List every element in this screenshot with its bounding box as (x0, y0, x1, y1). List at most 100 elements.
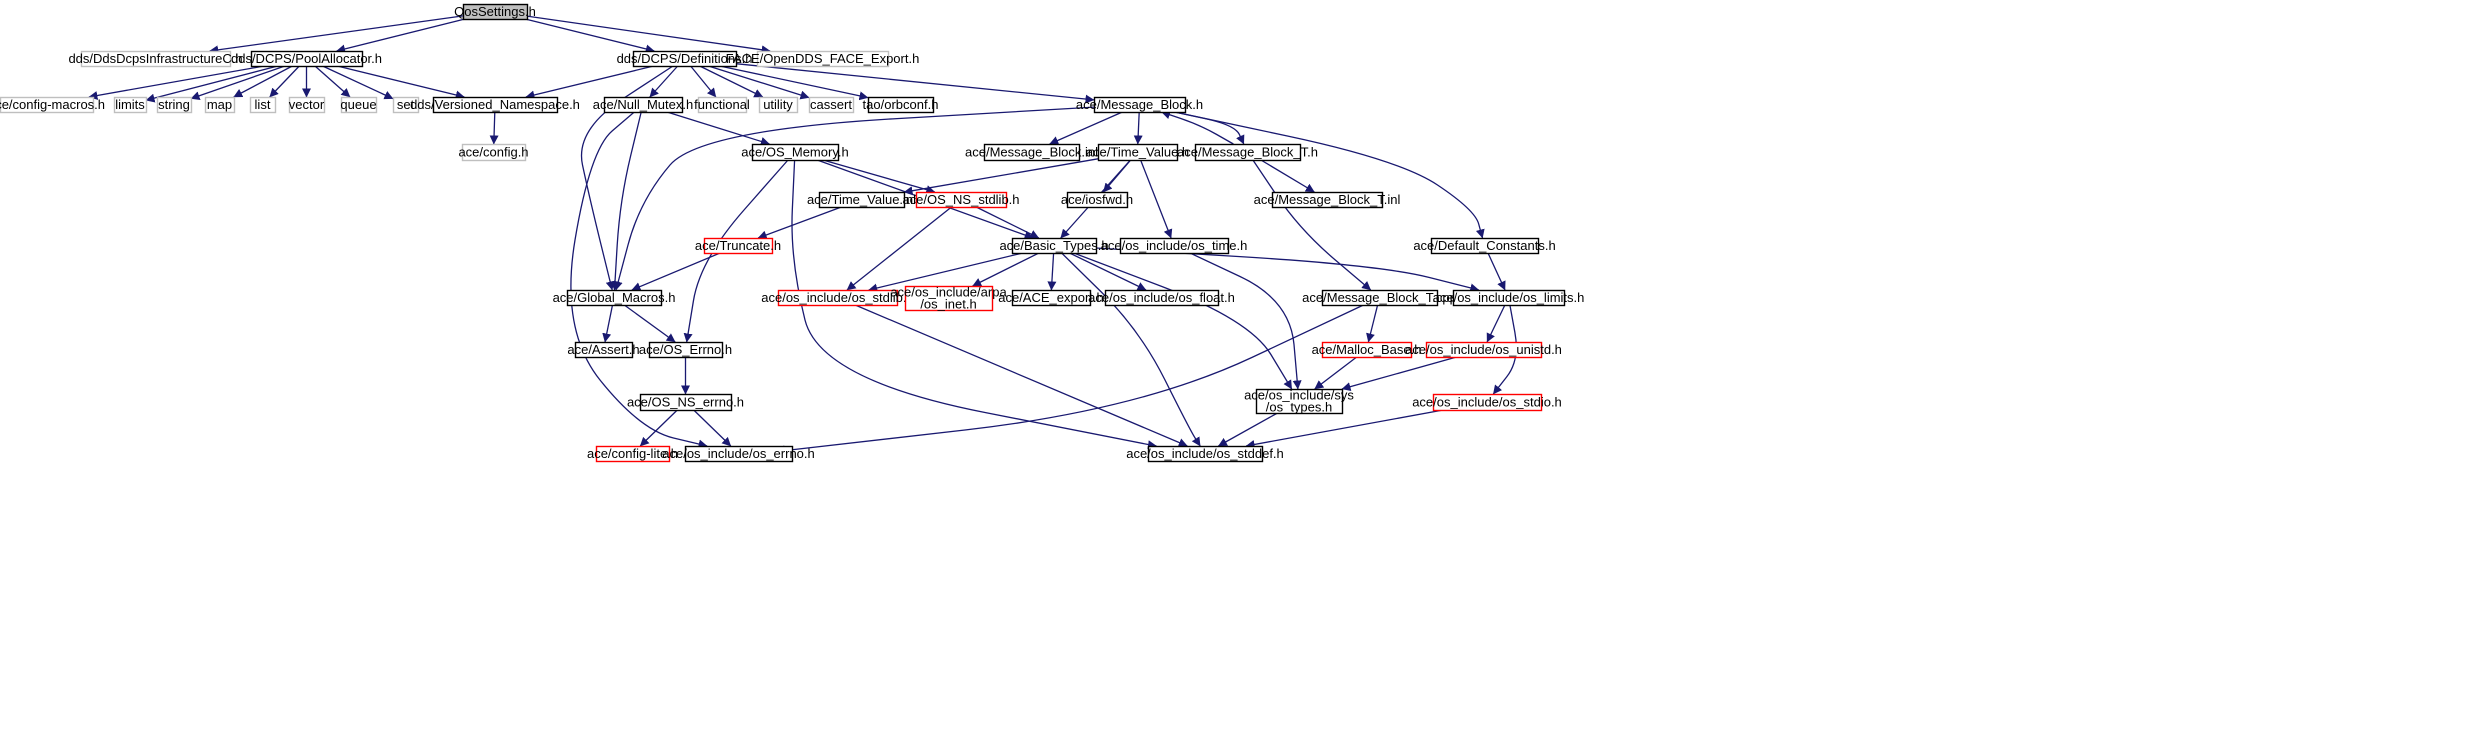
node-box (1430, 237, 1540, 255)
edge-msgblocktcpp-to-mallocbase (1366, 304, 1379, 343)
node-queue: queue (340, 96, 378, 114)
node-osfloat[interactable]: ace/os_include/os_float.h (1088, 289, 1235, 307)
edge-msgblockt-to-msgblocktcpp (1252, 159, 1372, 291)
edge-defs-to-cassert (708, 65, 810, 100)
node-label: ace/Basic_Types.h (999, 238, 1108, 253)
node-label: ace/Global_Macros.h (553, 290, 676, 305)
node-msgblockt[interactable]: ace/Message_Block_T.h (1177, 143, 1318, 162)
node-box (758, 96, 799, 114)
node-iosfwd[interactable]: ace/iosfwd.h (1061, 191, 1133, 209)
node-box (392, 96, 420, 114)
edge-ostime-to-ostypes (1189, 252, 1302, 390)
node-qos[interactable]: QosSettings.h (454, 3, 536, 21)
node-defconst[interactable]: ace/Default_Constants.h (1413, 237, 1556, 255)
node-msgblock[interactable]: ace/Message_Block.h (1076, 96, 1203, 114)
node-oserrno[interactable]: ace/OS_Errno.h (639, 341, 732, 359)
node-basictypes[interactable]: ace/Basic_Types.h (999, 237, 1109, 255)
node-timevalueinl[interactable]: ace/Time_Value.inl (807, 191, 916, 209)
node-box (156, 96, 193, 114)
node-box (1321, 341, 1413, 359)
node-label: ace/os_include/arpa (890, 285, 1007, 300)
node-timevalue[interactable]: ace/Time_Value.h (1086, 143, 1189, 162)
node-label: list (255, 97, 271, 112)
node-osunistd[interactable]: ace/os_include/os_unistd.h (1405, 341, 1562, 359)
node-versioned[interactable]: dds/Versioned_Namespace.h (410, 96, 580, 114)
node-msgblockinl[interactable]: ace/Message_Block.inl (965, 143, 1098, 162)
node-osmemory[interactable]: ace/OS_Memory.h (741, 143, 849, 162)
node-label: ace/iosfwd.h (1061, 192, 1133, 207)
node-label: ace/os_include/os_stdlib.h (761, 290, 914, 305)
node-truncate[interactable]: ace/Truncate.h (695, 237, 781, 255)
node-msgblocktinl[interactable]: ace/Message_Block_T.inl (1254, 191, 1401, 209)
node-box (566, 289, 663, 307)
edge-pool-to-cfgmacros (88, 65, 265, 100)
node-limits: limits (113, 96, 148, 114)
edge-osstdlib-to-osstddef (854, 304, 1188, 447)
node-defs[interactable]: dds/DCPS/Definitions.h (617, 50, 753, 68)
edge-nullmutex-to-oserrnoh (570, 111, 708, 449)
node-orbconf[interactable]: tao/orbconf.h (863, 96, 939, 114)
node-osnserrno[interactable]: ace/OS_NS_errno.h (627, 393, 744, 412)
edge-pool-to-map (233, 65, 293, 98)
node-mallocbase[interactable]: ace/Malloc_Base.h (1312, 341, 1422, 359)
edge-pool-to-string (190, 65, 286, 101)
node-box (1271, 191, 1384, 209)
edge-osnserrno-to-oserrnoh (693, 409, 732, 447)
node-label: QosSettings.h (454, 4, 536, 19)
node-box (1119, 237, 1230, 255)
node-box (288, 96, 326, 114)
edge-defs-to-versioned (525, 65, 654, 100)
node-configlite[interactable]: ace/config-lite.h (587, 445, 678, 463)
node-box (1194, 143, 1302, 162)
node-osstddef[interactable]: ace/os_include/os_stddef.h (1126, 445, 1284, 463)
edge-qos-to-defs (525, 18, 655, 54)
node-oserrnoh[interactable]: ace/os_include/os_errno.h (662, 445, 815, 463)
node-box (867, 96, 935, 114)
edge-pool-to-versioned (337, 65, 465, 100)
node-osnsstdlib[interactable]: ace/OS_NS_stdlib.h (902, 191, 1020, 209)
edge-defs-to-globalmacros (580, 65, 674, 291)
node-box (1255, 388, 1344, 415)
node-globalmacros[interactable]: ace/Global_Macros.h (553, 289, 676, 307)
node-oslimits[interactable]: ace/os_include/os_limits.h (1433, 289, 1585, 307)
node-osstdio[interactable]: ace/os_include/os_stdio.h (1412, 393, 1562, 412)
node-nullmutex[interactable]: ace/Null_Mutex.h (593, 96, 693, 114)
node-label: ace/os_include/os_limits.h (1433, 290, 1585, 305)
edge-qos-to-pool (336, 18, 466, 54)
edge-oslimits-to-osstdio (1492, 304, 1517, 395)
node-label: dds/DCPS/Definitions.h (617, 51, 753, 66)
edge-ostypes-to-osstddef (1218, 412, 1278, 447)
edge-osunistd-to-ostypes (1341, 356, 1457, 392)
node-label: vector (289, 97, 325, 112)
node-box (340, 96, 378, 114)
node-label: ace/os_include/os_unistd.h (1405, 342, 1562, 357)
edges-layer (88, 15, 1517, 455)
node-label: dds/Versioned_Namespace.h (410, 97, 580, 112)
node-box (249, 96, 277, 114)
node-arpainet[interactable]: ace/os_include/arpa/os_inet.h (890, 285, 1007, 312)
node-assert[interactable]: ace/Assert.h (567, 341, 640, 359)
node-pool[interactable]: dds/DCPS/PoolAllocator.h (231, 50, 382, 68)
node-config: ace/config.h (458, 143, 529, 162)
node-ostypes[interactable]: ace/os_include/sys/os_types.h (1244, 388, 1354, 415)
node-msgblocktcpp[interactable]: ace/Message_Block_T.cpp (1302, 289, 1457, 307)
edge-msgblocktcpp-to-oserrnoh (783, 304, 1364, 455)
node-label: utility (763, 97, 793, 112)
edge-defs-to-utility (699, 65, 764, 98)
node-osstdlib[interactable]: ace/os_include/os_stdlib.h (761, 289, 914, 307)
edge-msgblock-to-globalmacros (613, 106, 1095, 291)
node-ostime[interactable]: ace/os_include/os_time.h (1101, 237, 1248, 255)
edge-msgblock-to-defconst (1174, 111, 1485, 239)
node-box (603, 96, 684, 114)
node-box (1425, 341, 1543, 359)
node-aceexport[interactable]: ace/ACE_export.h (998, 289, 1104, 307)
node-box (574, 341, 634, 359)
node-box (204, 96, 236, 114)
edge-msgblockt-to-msgblocktinl (1260, 159, 1315, 193)
edge-osnsstdlib-to-osstdlib (846, 206, 952, 291)
node-label: /os_inet.h (920, 297, 976, 312)
node-box (1452, 289, 1566, 307)
edge-osmemory-to-osstddef (791, 159, 1157, 450)
node-box (639, 393, 733, 412)
node-label: map (207, 97, 232, 112)
